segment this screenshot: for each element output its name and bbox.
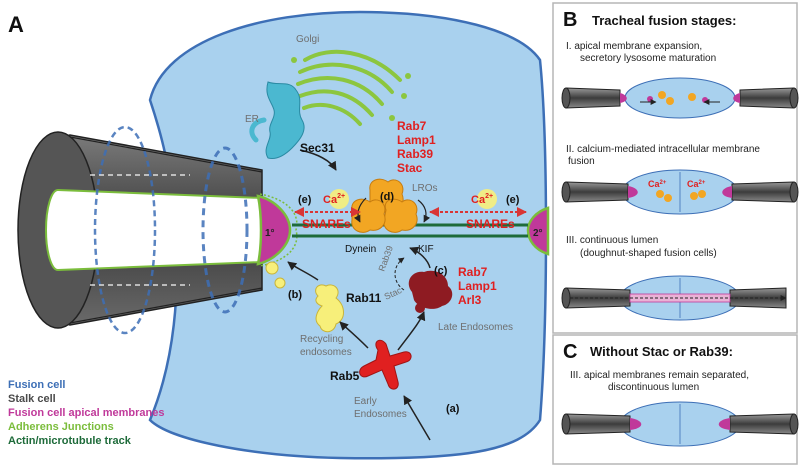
- stage-1-line-2: secretory lysosome maturation: [580, 53, 716, 64]
- golgi: [291, 49, 411, 126]
- legend-fusion-cell: Fusion cell: [8, 379, 65, 391]
- snares-label-left: SNAREs: [302, 217, 351, 231]
- panel-a-letter: A: [8, 12, 24, 37]
- stage-3-illustration: [561, 275, 787, 321]
- panel-b-title: Tracheal fusion stages:: [592, 13, 737, 28]
- apical-membrane-secondary: [526, 206, 550, 256]
- tag-b: (b): [288, 289, 302, 301]
- lro-markers: Rab7 Lamp1 Rab39 Stac: [397, 119, 436, 175]
- vesicle: [265, 261, 279, 275]
- panel-b-letter: B: [563, 9, 577, 31]
- recycling-label-1: Recycling: [300, 334, 343, 345]
- dynein-label: Dynein: [345, 244, 376, 255]
- panel-c-line-1: III. apical membranes remain separated,: [570, 370, 749, 381]
- vesicle: [274, 277, 286, 289]
- sec31-label: Sec31: [300, 141, 335, 155]
- late-endosome-markers: Rab7 Lamp1 Arl3: [458, 265, 497, 307]
- panel-c-line-2: discontinuous lumen: [608, 382, 699, 393]
- tag-e-left: (e): [298, 194, 312, 206]
- stage-3-line-1: III. continuous lumen: [566, 235, 658, 246]
- recycling-endosome: [315, 284, 344, 333]
- early-label-1: Early: [354, 396, 377, 407]
- stage-2-line-2: fusion: [568, 156, 595, 167]
- stalk-cell: [17, 125, 263, 335]
- lros-label: LROs: [412, 183, 438, 194]
- svg-text:Ca2+: Ca2+: [648, 179, 667, 189]
- primary-label: 1°: [265, 228, 275, 239]
- early-endosome: [359, 339, 412, 390]
- stage-3-line-2: (doughnut-shaped fusion cells): [580, 248, 717, 259]
- legend-stalk-cell: Stalk cell: [8, 393, 56, 405]
- secondary-label: 2°: [533, 228, 543, 239]
- panel-c-letter: C: [563, 341, 577, 363]
- legend: Fusion cell Stalk cell Fusion cell apica…: [8, 379, 165, 447]
- tag-c: (c): [434, 265, 448, 277]
- lysosome-related-organelles: [351, 178, 418, 233]
- legend-apical-membranes: Fusion cell apical membranes: [8, 407, 165, 419]
- early-label-2: Endosomes: [354, 409, 407, 420]
- er: [265, 81, 305, 159]
- recycling-label-2: endosomes: [300, 347, 352, 358]
- late-endosome: [408, 270, 453, 309]
- panel-c-title: Without Stac or Rab39:: [590, 344, 733, 359]
- panel-b: B Tracheal fusion stages: I. apical memb…: [552, 2, 799, 334]
- legend-track: Actin/microtubule track: [8, 435, 132, 447]
- stage-1-line-1: I. apical membrane expansion,: [566, 41, 702, 52]
- svg-text:Arl3: Arl3: [458, 293, 482, 307]
- svg-text:Ca2+: Ca2+: [687, 179, 706, 189]
- tag-a: (a): [446, 403, 460, 415]
- stage-2-illustration: Ca2+ Ca2+: [561, 169, 799, 215]
- svg-text:Lamp1: Lamp1: [458, 279, 497, 293]
- legend-adherens-junctions: Adherens Junctions: [8, 421, 114, 433]
- svg-text:Rab39: Rab39: [397, 147, 433, 161]
- stage-2-line-1: II. calcium-mediated intracellular membr…: [566, 144, 760, 155]
- svg-text:Rab7: Rab7: [458, 265, 488, 279]
- tag-e-right: (e): [506, 194, 520, 206]
- rab11-label: Rab11: [346, 291, 382, 305]
- svg-text:Stac: Stac: [397, 161, 423, 175]
- golgi-label: Golgi: [296, 34, 319, 45]
- svg-text:Rab7: Rab7: [397, 119, 427, 133]
- apical-membrane-primary: [256, 194, 292, 266]
- tag-d: (d): [380, 191, 394, 203]
- svg-text:Lamp1: Lamp1: [397, 133, 436, 147]
- panel-c-illustration: [561, 401, 799, 447]
- rab5-label: Rab5: [330, 369, 360, 383]
- panel-c: C Without Stac or Rab39: III. apical mem…: [552, 334, 799, 465]
- calcium-label-right: Ca2+: [471, 193, 493, 206]
- er-label: ER: [245, 114, 259, 125]
- snares-label-right: SNAREs: [466, 217, 515, 231]
- stage-1-illustration: [561, 77, 799, 119]
- kif-label: KIF: [418, 244, 434, 255]
- calcium-label-left: Ca2+: [323, 193, 345, 206]
- panel-a: A 1° 2°: [8, 10, 550, 460]
- late-endosomes-label: Late Endosomes: [438, 322, 513, 333]
